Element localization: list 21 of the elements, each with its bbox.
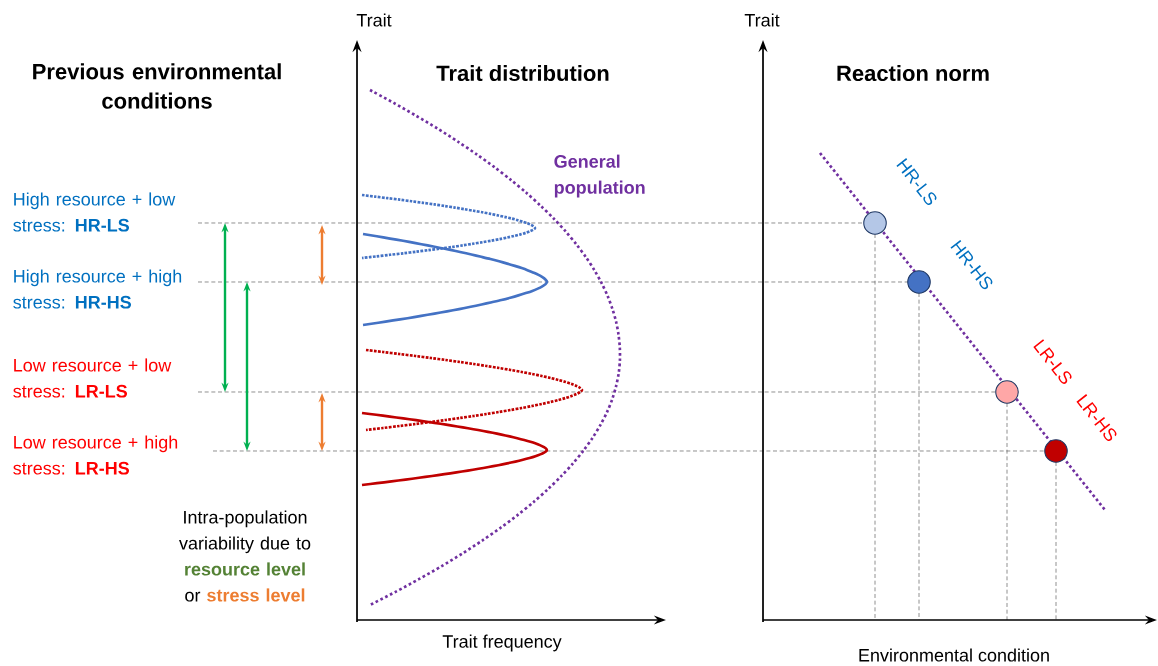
curve-label: General population xyxy=(554,154,645,198)
axis-label: Environmental condition xyxy=(859,648,1049,662)
label: resource level xyxy=(185,562,305,576)
data-point xyxy=(995,380,1019,404)
label: stress level xyxy=(207,588,305,602)
note: Intra-population variability due to resource level or stress level xyxy=(179,510,311,602)
axis-label: Trait xyxy=(356,13,392,27)
condition-label: Low resource + low stress: LR-LS xyxy=(13,358,172,398)
data-point xyxy=(863,211,887,235)
condition-label: High resource + high stress: HR-HS xyxy=(13,269,182,309)
axis-label: Trait xyxy=(744,13,780,27)
condition-label: Low resource + high stress: LR-HS xyxy=(13,435,178,475)
heading: Previous environmental conditions xyxy=(33,63,281,109)
heading: Trait distribution xyxy=(436,64,609,82)
label: Intra-population variability due to xyxy=(179,510,311,554)
data-point xyxy=(1044,439,1068,463)
axis-label: Trait frequency xyxy=(442,634,562,652)
condition-label: High resource + low stress: HR-LS xyxy=(13,192,176,232)
heading: Reaction norm xyxy=(837,64,989,82)
data-point xyxy=(907,270,931,294)
label: or xyxy=(185,591,201,602)
